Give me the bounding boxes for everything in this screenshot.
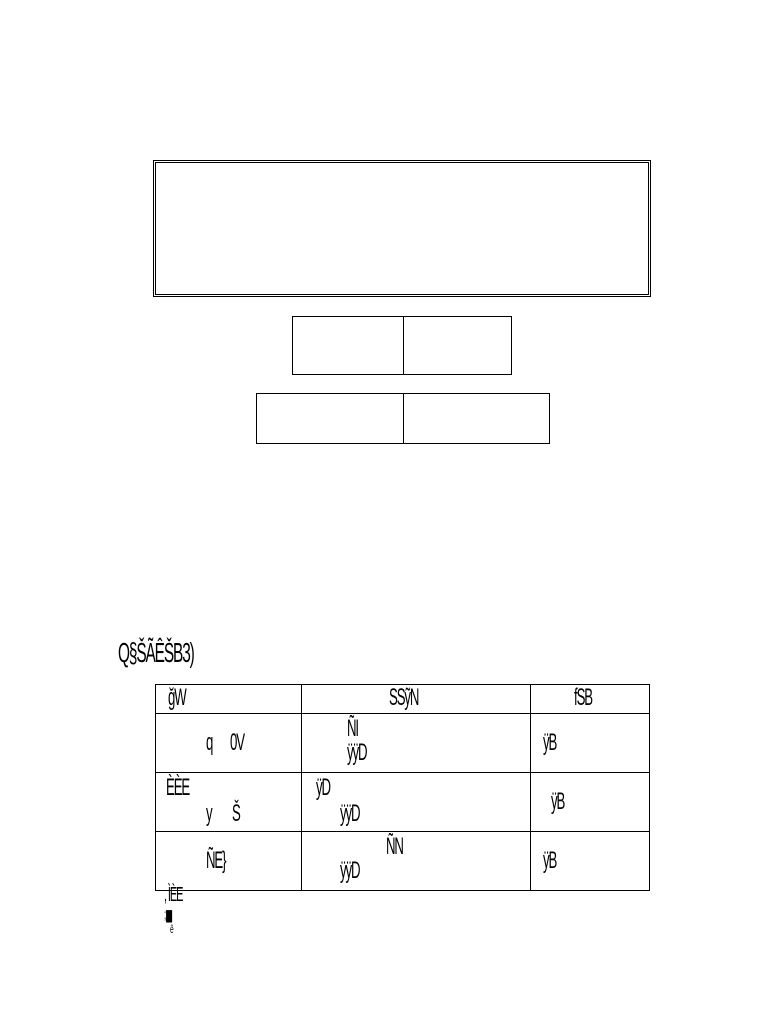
table-cell: ÿB [530,831,650,891]
table-cell: ÑN ÿÿD [301,831,531,891]
cell-text: ÿÿD [340,800,361,827]
table-row: q 0V ÑI ÿÿD ÿB [155,713,650,773]
cell-text: ÿÿD [340,857,361,884]
table-cell: ÑI ÿÿD [301,713,531,773]
cell-text: ÿB [543,729,557,756]
cell-text: ÿÿD [347,739,368,766]
cell-text: q [206,729,213,756]
info-table-2 [256,393,550,444]
cell-text: 0V [230,729,245,756]
footnote-text: ; ▆ [164,906,172,922]
footnote-line-1: , ÌÈE [164,884,197,906]
footnote-line-3: ê [164,922,197,936]
cell-text: ÈÈE [166,774,190,801]
info-table-1 [292,316,512,375]
info-table-2-cell-left [256,393,404,444]
column-header: ğW [155,684,302,714]
title-box [153,160,651,297]
cell-text: ÑN [386,833,404,860]
column-header: fSB [530,684,650,714]
cell-text: y [206,800,213,827]
section-heading: Q§ŠÃÊŠB3) [118,636,256,670]
info-table-1-cell-right [403,316,512,375]
section-heading-text: Q§ŠÃÊŠB3) [118,637,195,668]
footnote: , ÌÈE ; ▆ ê [164,884,197,936]
footnote-line-2: ; ▆ [164,906,197,922]
table-cell: ÈÈE y Š [155,772,302,832]
info-table-1-cell-left [292,316,404,375]
table-row: ÑE} ÑN ÿÿD ÿB [155,831,650,891]
cell-text: ÿD [316,774,331,801]
table-cell: ÿD ÿÿD [301,772,531,832]
footnote-text: ê [170,922,174,936]
column-header-text: ğW [168,684,187,711]
column-header-text: SSỹN [389,684,419,711]
cell-text: ÑE} [206,847,227,874]
table-row: ÈÈE y Š ÿD ÿÿD ÿB [155,772,650,832]
table-cell: ÑE} [155,831,302,891]
cell-text: ÿB [551,788,565,815]
info-table-2-cell-right [403,393,550,444]
cell-text: ÿB [543,847,557,874]
main-table: ğW SSỹN fSB q 0V ÑI ÿÿD ÿB ÈÈE y Š [155,684,650,891]
column-header: SSỹN [301,684,531,714]
footnote-text: , ÌÈE [164,884,183,906]
table-cell: ÿB [530,772,650,832]
table-cell: q 0V [155,713,302,773]
column-header-text: fSB [573,684,593,711]
cell-text: Š [232,800,241,827]
cell-text: ÑI [347,715,359,742]
table-header-row: ğW SSỹN fSB [155,684,650,714]
table-cell: ÿB [530,713,650,773]
